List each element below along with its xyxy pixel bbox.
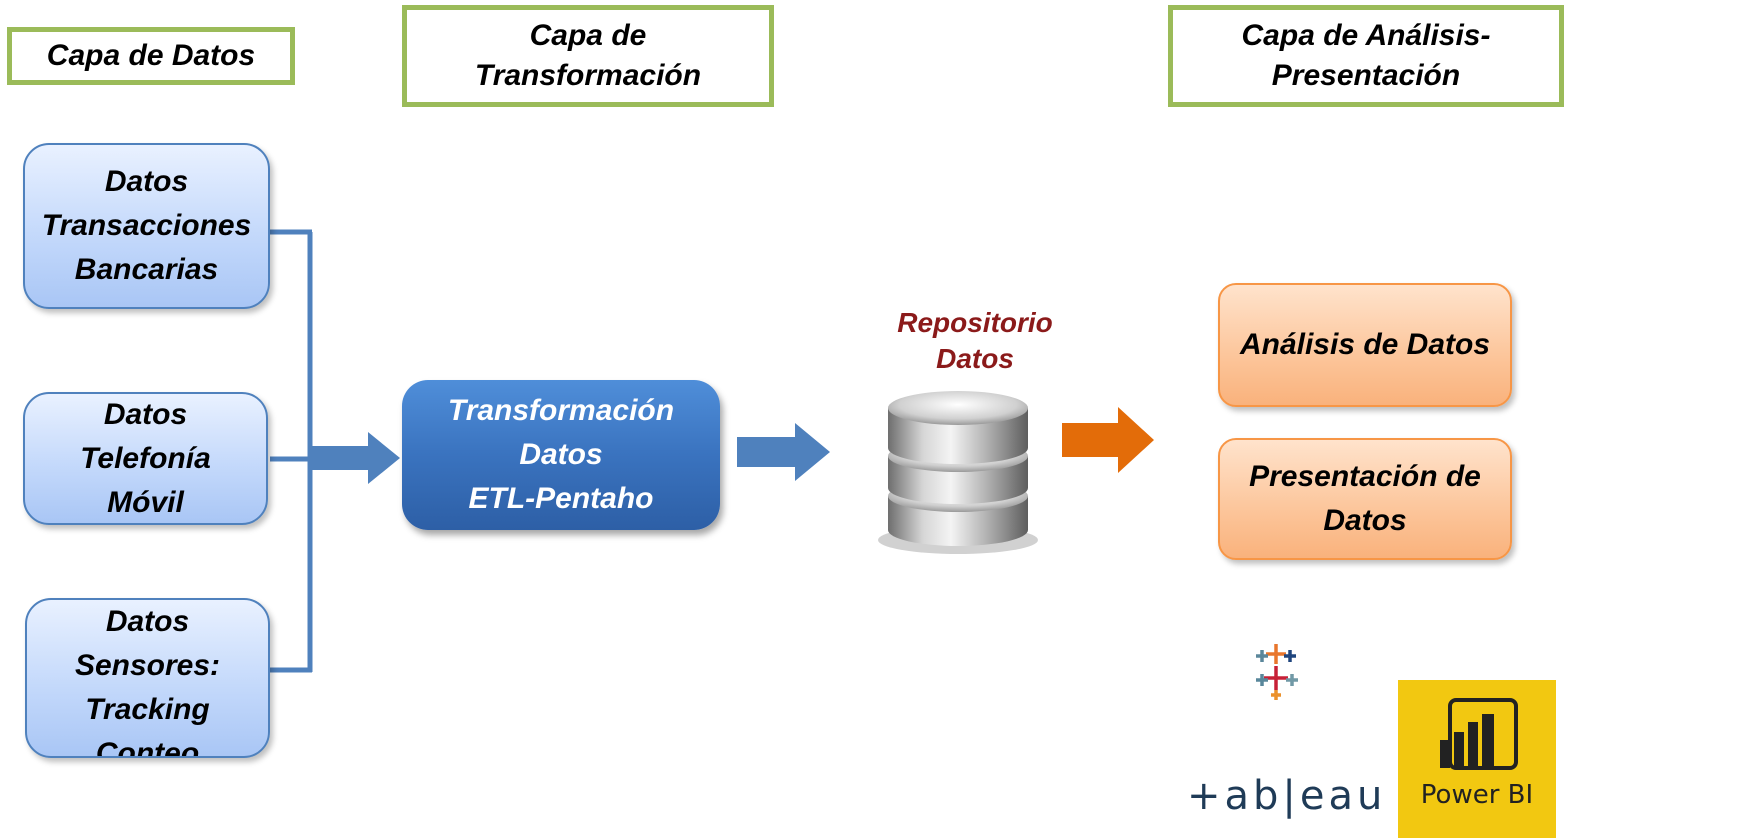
bracket-connector <box>270 229 313 673</box>
layer-transform-header: Capa de Transformación <box>402 5 774 107</box>
layer-analysis-header: Capa de Análisis- Presentación <box>1168 5 1564 107</box>
arrow-to-outputs <box>1062 407 1154 473</box>
powerbi-icon <box>1440 698 1518 770</box>
tableau-wordmark: +ab|eau <box>1187 773 1387 819</box>
etl-transformation-box: Transformación Datos ETL-Pentaho <box>402 380 720 530</box>
output-data-presentation: Presentación de Datos <box>1218 438 1512 560</box>
source-banking-transactions: Datos Transacciones Bancarias <box>23 143 270 309</box>
source-mobile-telephony: Datos Telefonía Móvil <box>23 392 268 525</box>
powerbi-label: Power BI <box>1420 780 1534 810</box>
output-data-analysis: Análisis de Datos <box>1218 283 1512 407</box>
arrow-to-etl <box>312 432 400 484</box>
repository-label: Repositorio Datos <box>897 307 1053 374</box>
source-sensors: Datos Sensores: Tracking Conteo <box>25 598 270 758</box>
powerbi-logo: Power BI <box>1398 680 1556 838</box>
arrow-to-repository <box>737 423 830 481</box>
layer-data-header: Capa de Datos <box>7 27 295 85</box>
